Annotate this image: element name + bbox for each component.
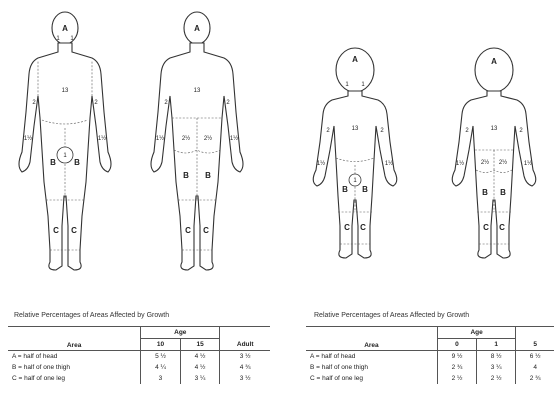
child-panel: A 1 1 2 2 13 1½ 1½ 1 B B C C A 2 2 13 (300, 0, 556, 407)
adult-front-thigh-label: B (50, 158, 56, 167)
left-table-value: 4 ¼ (141, 362, 181, 373)
child-front-region-label: 1½ (385, 160, 393, 167)
right-table-age-blank (516, 327, 554, 339)
child-front-figure: A 1 1 2 2 13 1½ 1½ 1 B B C C (313, 48, 397, 258)
right-table-area-cell: C = half of one leg (306, 373, 437, 384)
left-table-value: 4 ½ (180, 362, 220, 373)
right-table-area-cell: B = half of one thigh (306, 362, 437, 373)
right-table-age-header: Age (437, 327, 515, 339)
adult-back-thigh-label: B (183, 171, 189, 180)
left-table-col-header: Adult (220, 339, 270, 351)
left-table-col-header: 15 (180, 339, 220, 351)
left-table-value: 3 (141, 373, 181, 384)
right-table-value: 2 ¾ (516, 373, 554, 384)
child-front-leg-label: C (360, 223, 366, 232)
right-table-value: 3 ¼ (477, 362, 516, 373)
adult-front-head-label: A (62, 24, 68, 33)
right-table-area-cell: A = half of head (306, 351, 437, 363)
adult-front-leg-label: C (53, 226, 59, 235)
adult-back-figure: A 2 2 13 2½ 2½ 1½ 1½ B B C C (151, 12, 243, 270)
adult-back-head-label: A (194, 24, 200, 33)
left-table-area-cell: C = half of one leg (8, 373, 141, 384)
right-table-caption: Relative Percentages of Areas Affected b… (314, 312, 469, 319)
child-back-body (452, 91, 536, 258)
child-front-thigh-label: B (362, 185, 368, 194)
right-table-col-header: 0 (437, 339, 476, 351)
adult-front-region-label: 1½ (24, 135, 32, 142)
right-table-col-header: 1 (477, 339, 516, 351)
adult-front-thigh-label: B (74, 158, 80, 167)
left-table-area-header: Area (8, 327, 141, 351)
adult-body-figures: A 1 1 2 2 13 1½ 1½ 1 B B C C A 2 2 13 (0, 0, 280, 300)
adult-panel: A 1 1 2 2 13 1½ 1½ 1 B B C C A 2 2 13 (0, 0, 280, 407)
child-front-region-label: 1½ (317, 160, 325, 167)
child-back-thigh-label: B (500, 188, 506, 197)
child-back-leg-label: C (499, 223, 505, 232)
child-back-region-label: 1½ (456, 160, 464, 167)
right-table-value: 6 ½ (516, 351, 554, 363)
adult-back-region-label: 2½ (182, 135, 190, 142)
table-row: A = half of head 5 ½ 4 ½ 3 ½ (8, 351, 270, 363)
left-table-age-header: Age (141, 327, 220, 339)
right-table-area-header: Area (306, 327, 437, 351)
left-table-value: 3 ½ (220, 351, 270, 363)
left-table-caption: Relative Percentages of Areas Affected b… (14, 312, 169, 319)
adult-back-leg-label: C (185, 226, 191, 235)
left-table-col-header: 10 (141, 339, 181, 351)
child-back-region-label: 2½ (481, 159, 489, 166)
left-table-age-blank (220, 327, 270, 339)
right-table-value: 4 (516, 362, 554, 373)
table-row: C = half of one leg 2 ½ 2 ½ 2 ¾ (306, 373, 554, 384)
right-table-value: 2 ½ (437, 373, 476, 384)
right-growth-table: Area Age 0 1 5 A = half of head 9 ½ 8 ½ … (306, 326, 554, 384)
adult-back-region-label: 13 (194, 88, 201, 94)
left-table-value: 4 ½ (180, 351, 220, 363)
child-front-thigh-label: B (342, 185, 348, 194)
left-table-value: 5 ½ (141, 351, 181, 363)
right-table-value: 2 ¾ (437, 362, 476, 373)
table-row: B = half of one thigh 4 ¼ 4 ½ 4 ¾ (8, 362, 270, 373)
adult-back-region-label: 2½ (204, 135, 212, 142)
right-table-value: 9 ½ (437, 351, 476, 363)
adult-back-thigh-label: B (205, 171, 211, 180)
child-back-region-label: 2½ (499, 159, 507, 166)
child-back-figure: A 2 2 13 2½ 2½ 1½ 1½ B B C C (452, 48, 536, 258)
child-back-head-label: A (491, 57, 497, 66)
left-table-value: 3 ½ (220, 373, 270, 384)
table-row: B = half of one thigh 2 ¾ 3 ¼ 4 (306, 362, 554, 373)
adult-back-body (151, 43, 243, 270)
adult-front-region-label: 1½ (98, 135, 106, 142)
adult-back-leg-label: C (203, 226, 209, 235)
adult-back-region-label: 1½ (156, 135, 164, 142)
child-back-leg-label: C (483, 223, 489, 232)
right-table-col-header: 5 (516, 339, 554, 351)
left-growth-table: Area Age 10 15 Adult A = half of head 5 … (8, 326, 270, 384)
right-table-value: 2 ½ (477, 373, 516, 384)
child-front-region-label: 13 (352, 126, 359, 132)
adult-front-figure: A 1 1 2 2 13 1½ 1½ 1 B B C C (19, 12, 111, 270)
table-row: C = half of one leg 3 3 ¼ 3 ½ (8, 373, 270, 384)
child-back-head (475, 48, 513, 92)
table-row: A = half of head 9 ½ 8 ½ 6 ½ (306, 351, 554, 363)
child-back-region-label: 13 (491, 126, 498, 132)
child-body-figures: A 1 1 2 2 13 1½ 1½ 1 B B C C A 2 2 13 (300, 0, 556, 300)
child-back-thigh-label: B (482, 188, 488, 197)
child-back-region-label: 1½ (524, 160, 532, 167)
left-table-value: 3 ¼ (180, 373, 220, 384)
adult-front-leg-label: C (71, 226, 77, 235)
adult-front-region-label: 13 (62, 88, 69, 94)
left-table-area-cell: B = half of one thigh (8, 362, 141, 373)
left-table-value: 4 ¾ (220, 362, 270, 373)
right-table-value: 8 ½ (477, 351, 516, 363)
child-front-head-label: A (352, 55, 358, 64)
adult-back-region-label: 1½ (230, 135, 238, 142)
child-front-leg-label: C (344, 223, 350, 232)
left-table-area-cell: A = half of head (8, 351, 141, 363)
